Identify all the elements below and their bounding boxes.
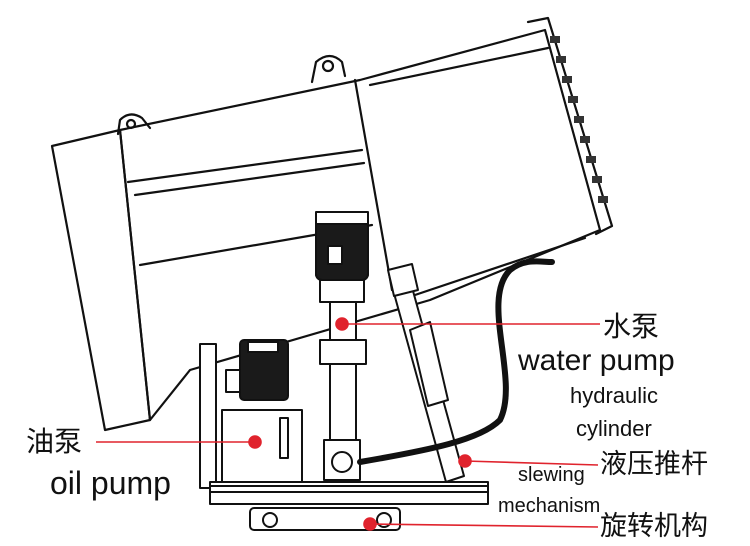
nozzle-tips [550, 36, 608, 203]
barrel-section-line [353, 78, 394, 292]
callouts [96, 317, 600, 531]
label-slewing-line1: slewing [518, 464, 585, 486]
label-water-pump-zh: 水泵 [603, 310, 660, 343]
support-strut-left [199, 343, 217, 489]
label-hydraulic-cylinder-line2: cylinder [576, 416, 652, 441]
barrel-inner-line [368, 46, 550, 87]
label-slewing-zh: 旋转机构 [600, 511, 708, 542]
label-water-pump-en: water pump [518, 344, 675, 377]
label-oil-pump-zh: 油泵 [26, 425, 83, 458]
label-hydraulic-cylinder-zh: 液压推杆 [600, 449, 708, 480]
barrel-section-line [133, 161, 366, 197]
label-hydraulic-cylinder-line1: hydraulic [570, 383, 659, 408]
oil-tank [221, 409, 303, 487]
mounting-lug-right [310, 54, 347, 84]
barrel-section-line [126, 148, 364, 184]
label-slewing-line2: mechanism [498, 495, 601, 517]
water-hose [357, 258, 555, 465]
slewing-mechanism [249, 507, 401, 531]
barrel-inner-line [398, 236, 587, 302]
label-oil-pump-en: oil pump [50, 465, 171, 501]
mounting-lug-left [116, 113, 152, 136]
